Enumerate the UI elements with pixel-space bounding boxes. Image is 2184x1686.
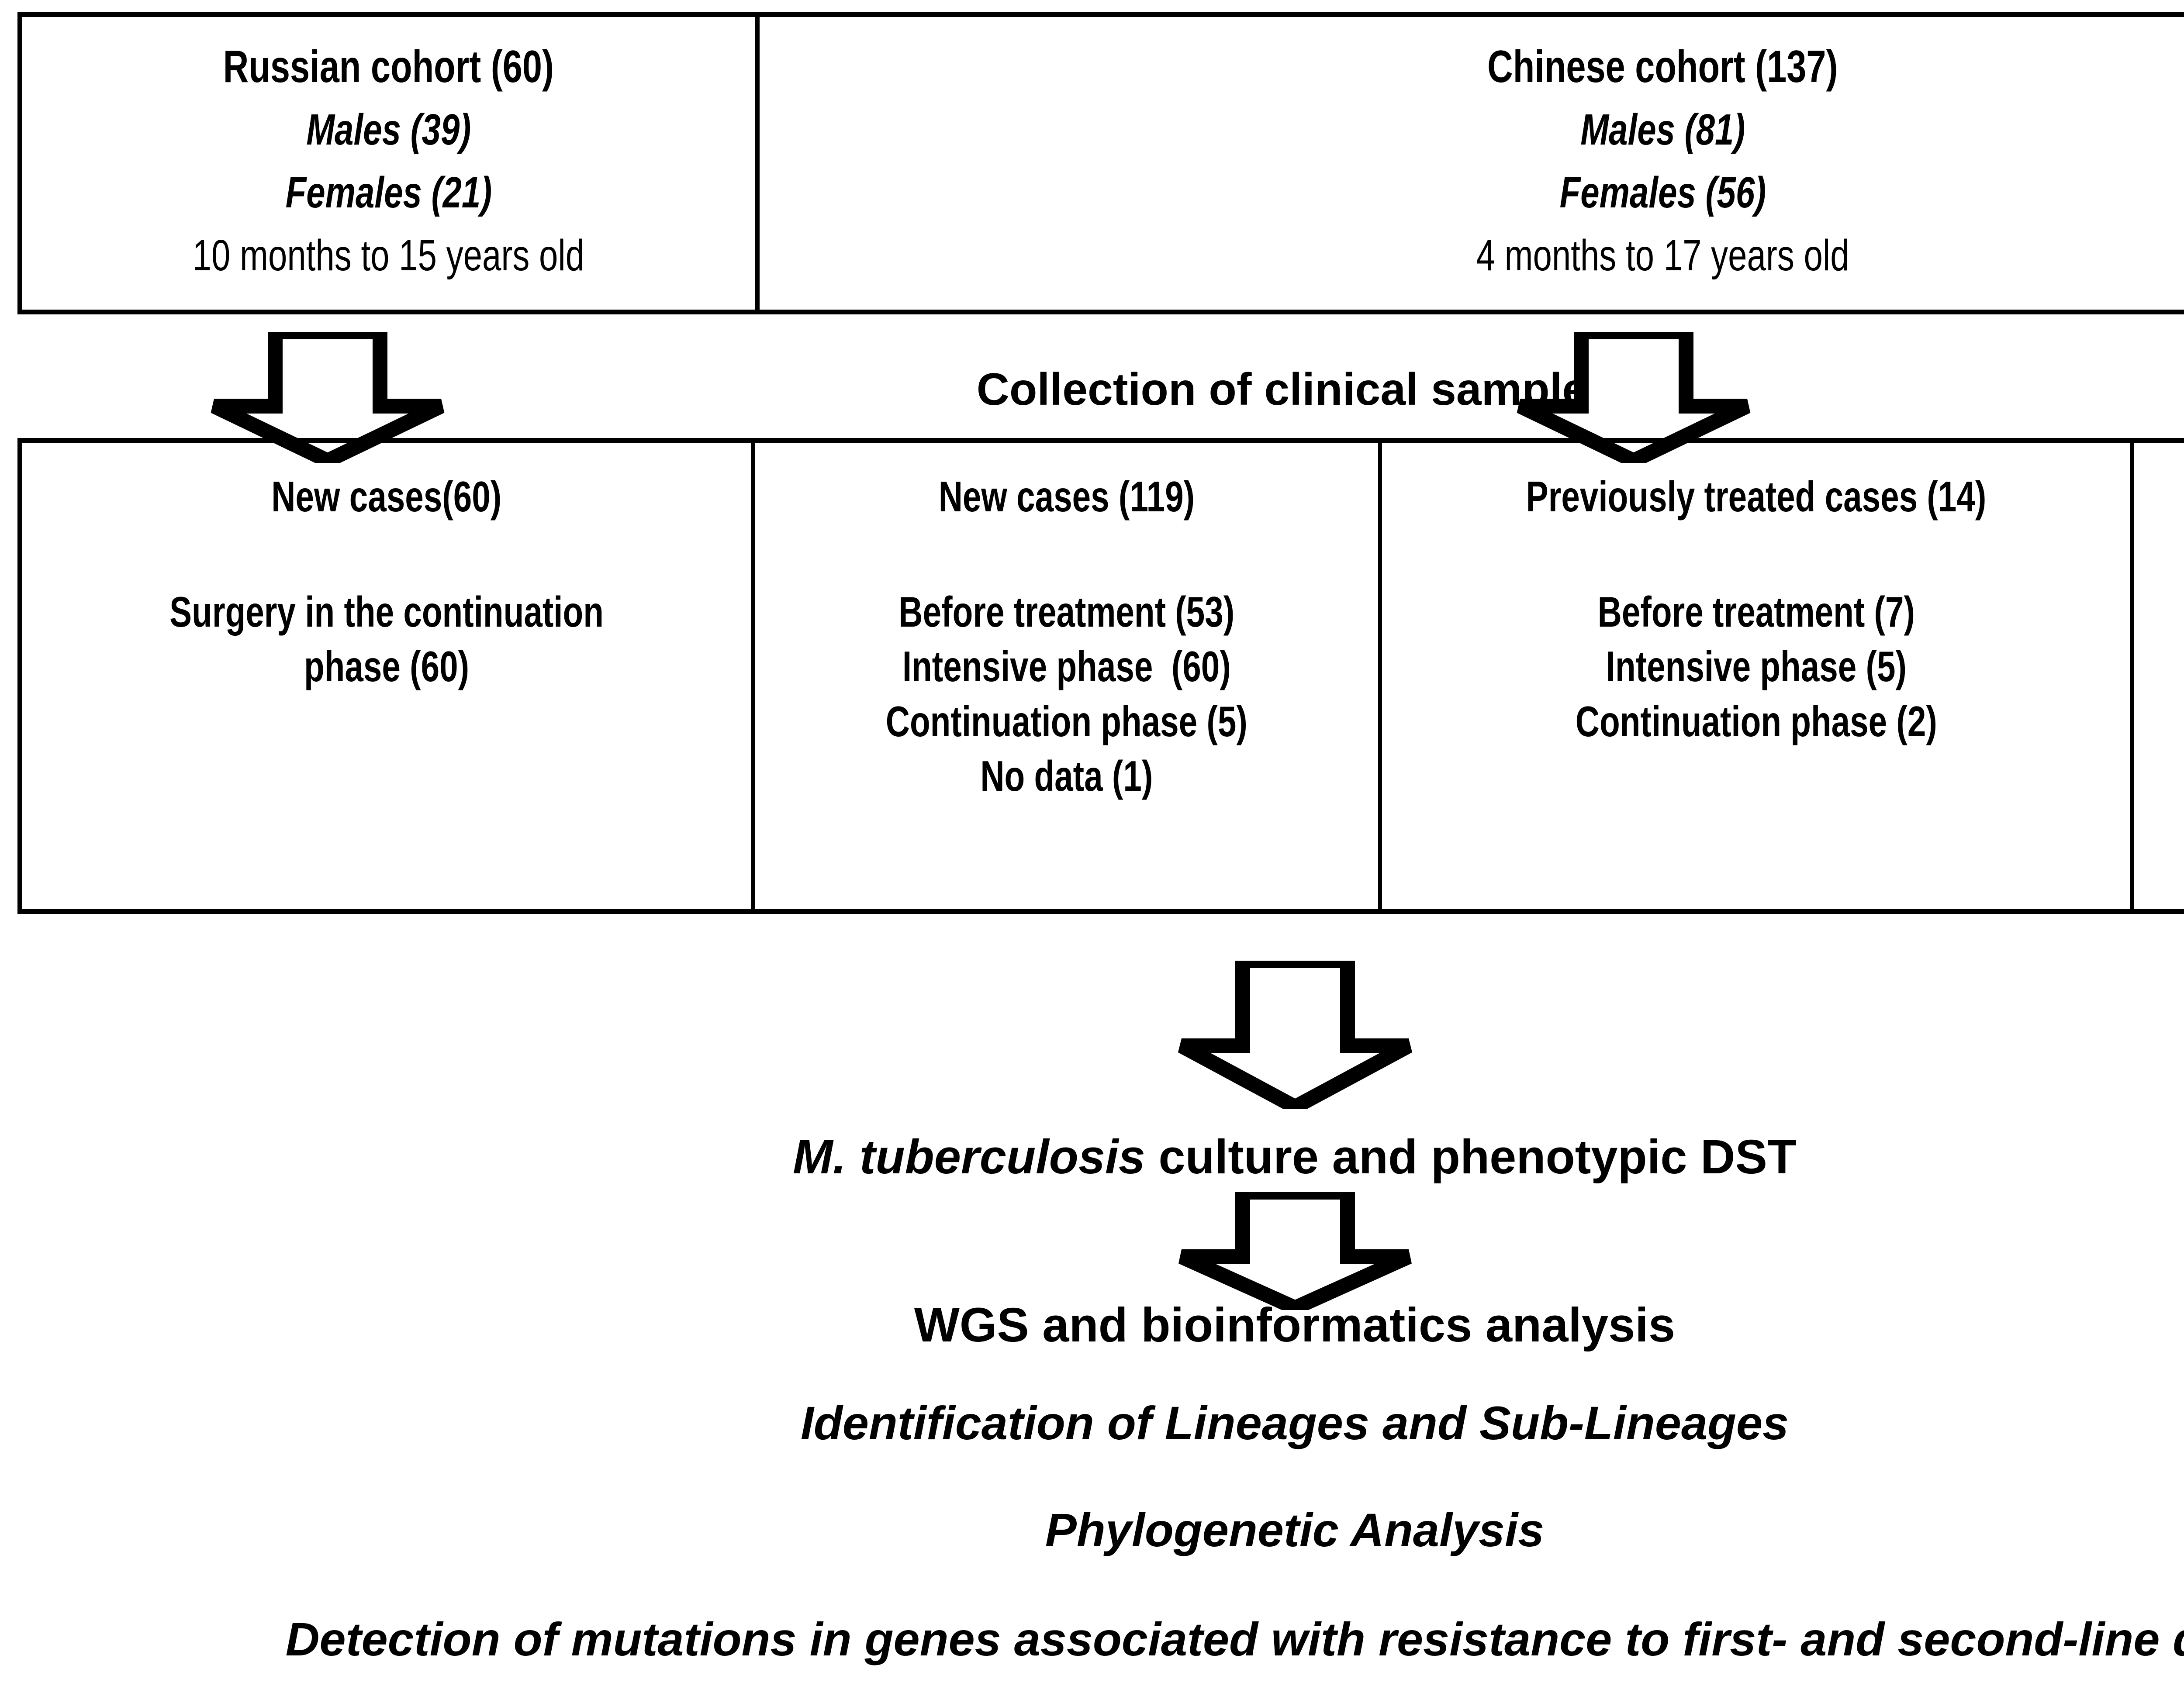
collection-of-samples-text: Collection of clinical samples — [976, 364, 1613, 415]
pipeline-output-lineages: Identification of Lineages and Sub-Linea… — [0, 1400, 2184, 1447]
pipeline-output-mutations: Detection of mutations in genes associat… — [0, 1616, 2184, 1663]
lineages-text: Identification of Lineages and Sub-Linea… — [800, 1396, 1789, 1449]
case-detail-previously-treated: Before treatment (7) Intensive phase (5)… — [1524, 585, 1988, 749]
case-box-chinese-new-cases: New cases (119) Before treatment (53) In… — [755, 443, 1382, 909]
mutations-text: Detection of mutations in genes associat… — [285, 1613, 2184, 1665]
pipeline-step-dst: M. tuberculosis culture and phenotypic D… — [0, 1133, 2184, 1181]
case-line: phase (60) — [304, 642, 470, 691]
arrow-to-wgs-icon — [1177, 1192, 1413, 1310]
arrow-russian-down-icon — [210, 332, 446, 463]
case-box-previously-treated: Previously treated cases (14) Before tre… — [1382, 443, 2134, 909]
case-box-russian-new-cases: New cases(60) Surgery in the continuatio… — [22, 443, 755, 909]
cohort-females-russian: Females (21) — [285, 168, 492, 217]
cohort-males-russian: Males (39) — [306, 105, 471, 155]
dst-rest-text: culture and phenotypic DST — [1145, 1130, 1797, 1184]
species-name: M. tuberculosis — [792, 1130, 1145, 1184]
cohort-box-russian: Russian cohort (60) Males (39) Females (… — [22, 17, 760, 310]
case-heading-previously-treated: Previously treated cases (14) — [1526, 472, 1987, 521]
case-heading-chinese-new: New cases (119) — [938, 472, 1195, 521]
cohort-males-chinese: Males (81) — [1580, 105, 1745, 155]
cohort-title-chinese: Chinese cohort (137) — [1487, 41, 1838, 92]
cohort-age-russian: 10 months to 15 years old — [192, 231, 585, 280]
case-line: Continuation phase (2) — [1575, 697, 1937, 745]
case-boxes-row: New cases(60) Surgery in the continuatio… — [17, 438, 2184, 914]
cohort-title-russian: Russian cohort (60) — [223, 41, 554, 92]
cohort-age-chinese: 4 months to 17 years old — [1476, 231, 1849, 280]
wgs-text: WGS and bioinformatics analysis — [914, 1298, 1676, 1352]
case-detail-russian-new: Surgery in the continuation phase (60) — [108, 585, 665, 694]
arrow-to-dst-icon — [1177, 961, 1413, 1109]
case-line: Surgery in the continuation — [169, 587, 604, 636]
cohort-box-chinese: Chinese cohort (137) Males (81) Females … — [760, 17, 2184, 310]
case-heading-russian-new: New cases(60) — [271, 472, 502, 521]
pipeline-step-wgs: WGS and bioinformatics analysis — [0, 1301, 2184, 1349]
case-line: No data (1) — [980, 752, 1153, 800]
case-line: Before treatment (53) — [898, 587, 1234, 636]
arrow-chinese-down-icon — [1516, 332, 1752, 463]
pipeline-output-phylogenetics: Phylogenetic Analysis — [0, 1507, 2184, 1554]
case-line: Before treatment (7) — [1597, 587, 1915, 636]
case-line: Intensive phase (60) — [902, 642, 1231, 691]
pipeline-dst-text: M. tuberculosis culture and phenotypic D… — [793, 1130, 1797, 1184]
case-line: Intensive phase (5) — [1606, 642, 1907, 691]
cohort-boxes-row: Russian cohort (60) Males (39) Females (… — [17, 12, 2184, 314]
phylogenetic-text: Phylogenetic Analysis — [1045, 1503, 1545, 1556]
case-line: Continuation phase (5) — [885, 697, 1248, 745]
case-box-no-data: No data (4) Intensive phase (4) — [2134, 443, 2184, 909]
collection-of-samples-label: Collection of clinical samples — [0, 367, 2184, 412]
cohort-females-chinese: Females (56) — [1559, 168, 1766, 217]
case-detail-chinese-new: Before treatment (53) Intensive phase (6… — [835, 585, 1299, 804]
